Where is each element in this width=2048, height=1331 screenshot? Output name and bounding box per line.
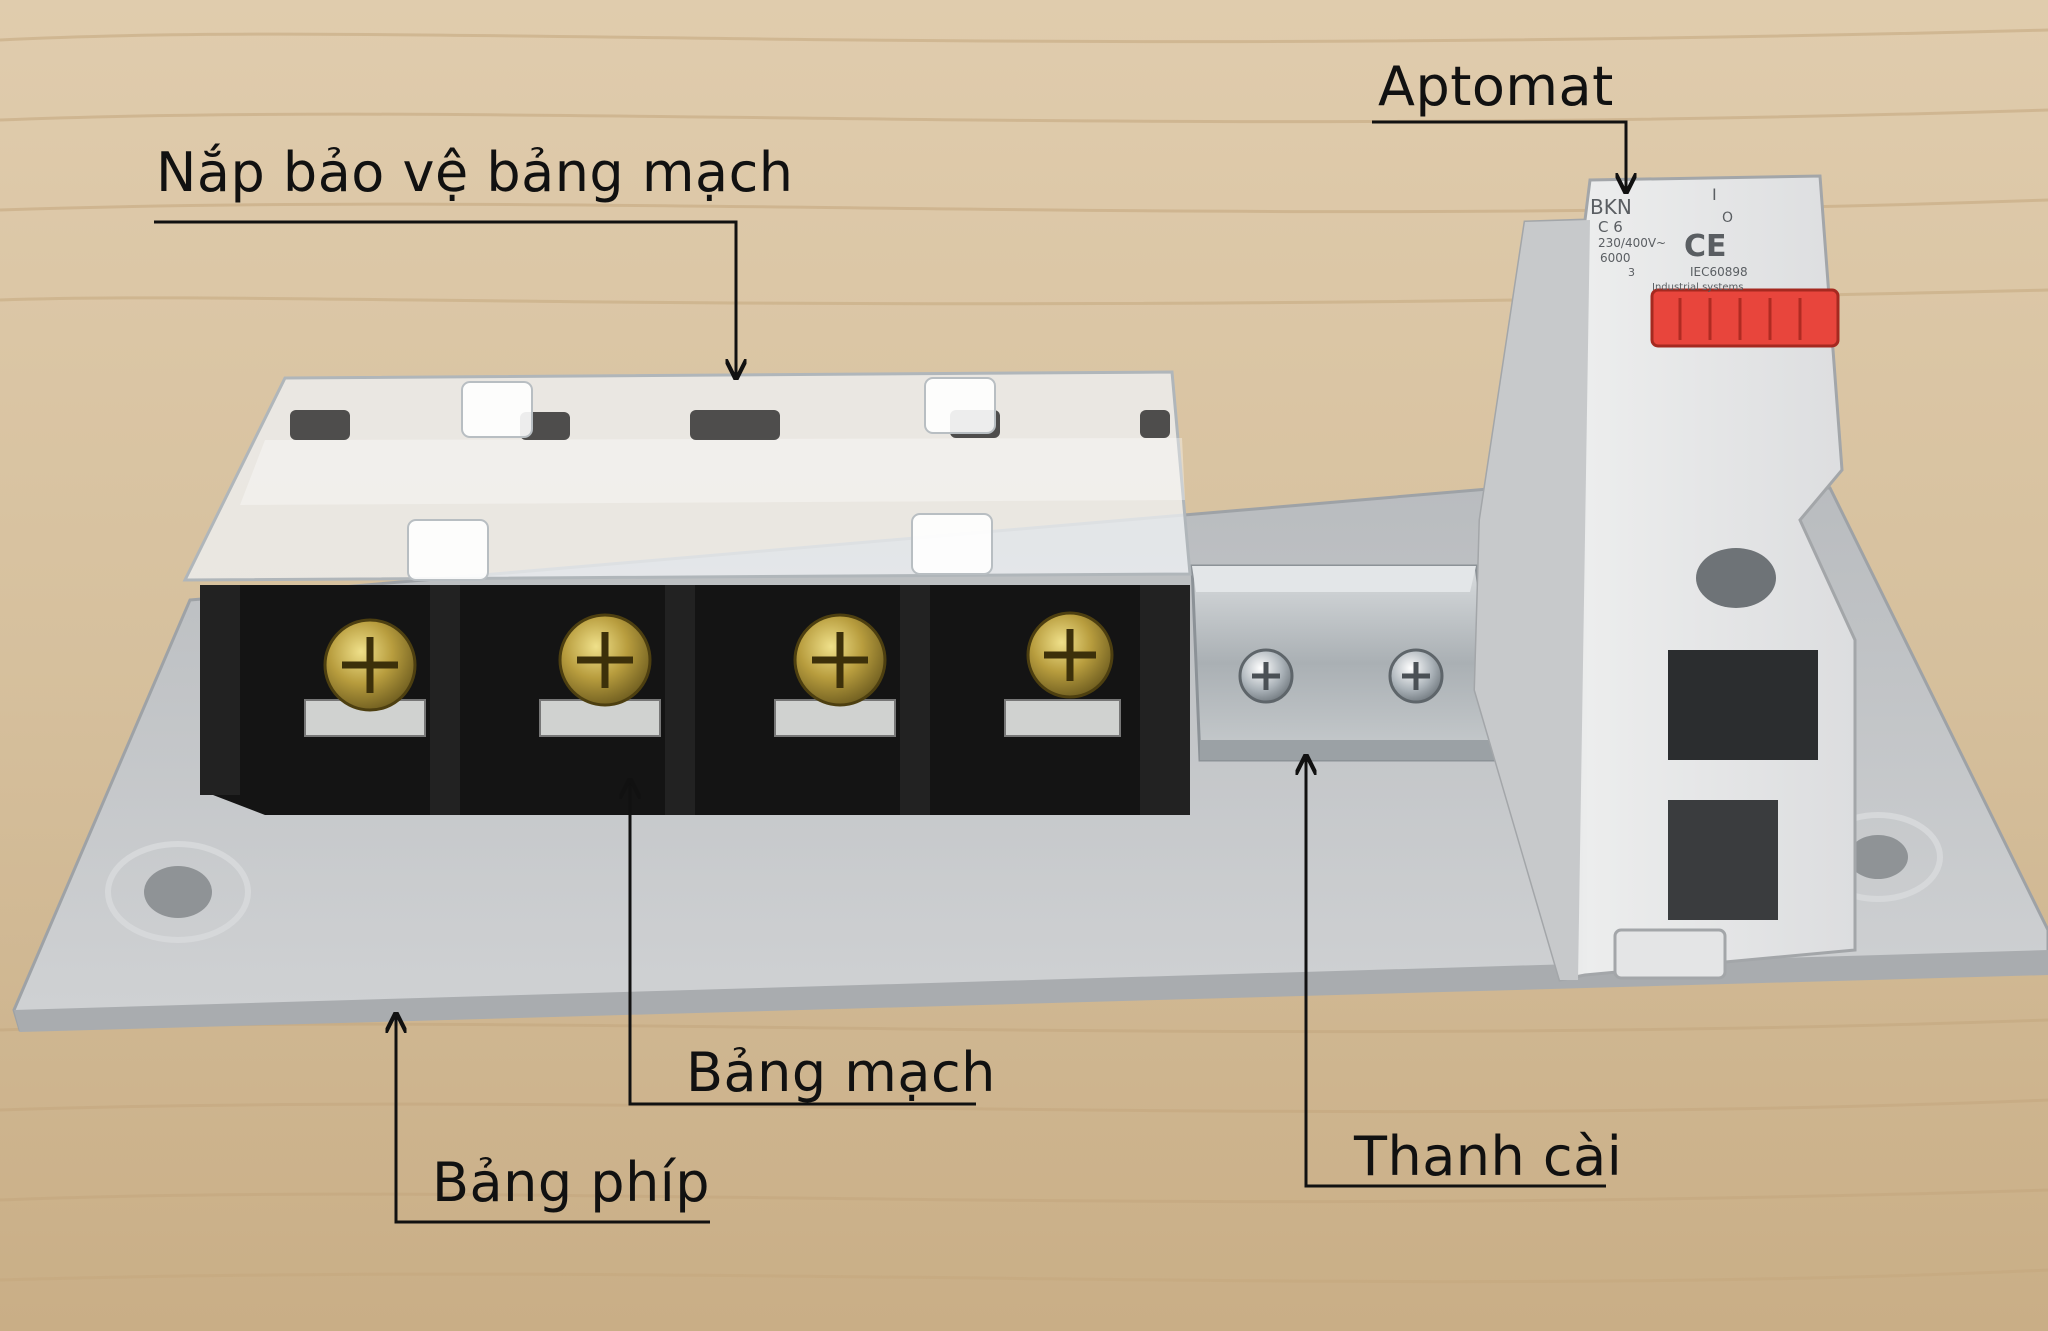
label-rail: Thanh cài: [1354, 1125, 1623, 1188]
breaker-class: 3: [1628, 266, 1635, 279]
terminal-block: [200, 585, 1190, 815]
cover-clip-4: [911, 513, 993, 575]
label-cover: Nắp bảo vệ bảng mạch: [156, 141, 794, 204]
breaker-standard: IEC60898: [1690, 265, 1748, 279]
breaker-clip: [1613, 928, 1727, 980]
circuit-breaker: BKN C 6 230/400V~ 6000 3 CE IEC60898 Ind…: [1473, 174, 1857, 982]
breaker-terminal-slot: [1668, 650, 1818, 760]
breaker-lower-slot: [1668, 800, 1778, 920]
cover-clip-3: [407, 519, 489, 581]
callout-phip-line: [396, 1014, 710, 1224]
breaker-hole: [1696, 548, 1776, 608]
mount-hole-right: [1848, 835, 1908, 879]
callout-board-line: [630, 780, 976, 1106]
callout-rail-line: [1306, 756, 1606, 1188]
din-rail: [1190, 564, 1502, 762]
callouts: [154, 120, 1626, 1224]
breaker-rating: C 6: [1598, 218, 1623, 236]
breaker-on-mark: I: [1712, 185, 1717, 204]
label-breaker: Aptomat: [1378, 55, 1614, 118]
callout-cover-line: [154, 220, 736, 378]
mount-boss-left: [105, 841, 251, 943]
protective-cover: [182, 370, 1192, 582]
breaker-maker: Industrial systems: [1652, 282, 1743, 293]
fiber-board-edge: [14, 950, 2048, 1032]
wood-grain: [0, 28, 2048, 1284]
cover-clip-2: [924, 377, 996, 434]
label-fiber-board: Bảng phíp: [432, 1151, 711, 1214]
breaker-capacity: 6000: [1600, 251, 1631, 265]
breaker-brand: BKN: [1590, 195, 1632, 219]
breaker-ce-mark: CE: [1684, 229, 1727, 264]
cover-clip-1: [461, 381, 533, 438]
mount-hole-left: [144, 866, 212, 918]
breaker-voltage: 230/400V~: [1598, 236, 1666, 250]
callout-breaker-line: [1372, 120, 1626, 192]
label-circuit-board: Bảng mạch: [686, 1041, 996, 1104]
breaker-off-mark: O: [1722, 210, 1733, 226]
breaker-handle: [1650, 288, 1840, 348]
